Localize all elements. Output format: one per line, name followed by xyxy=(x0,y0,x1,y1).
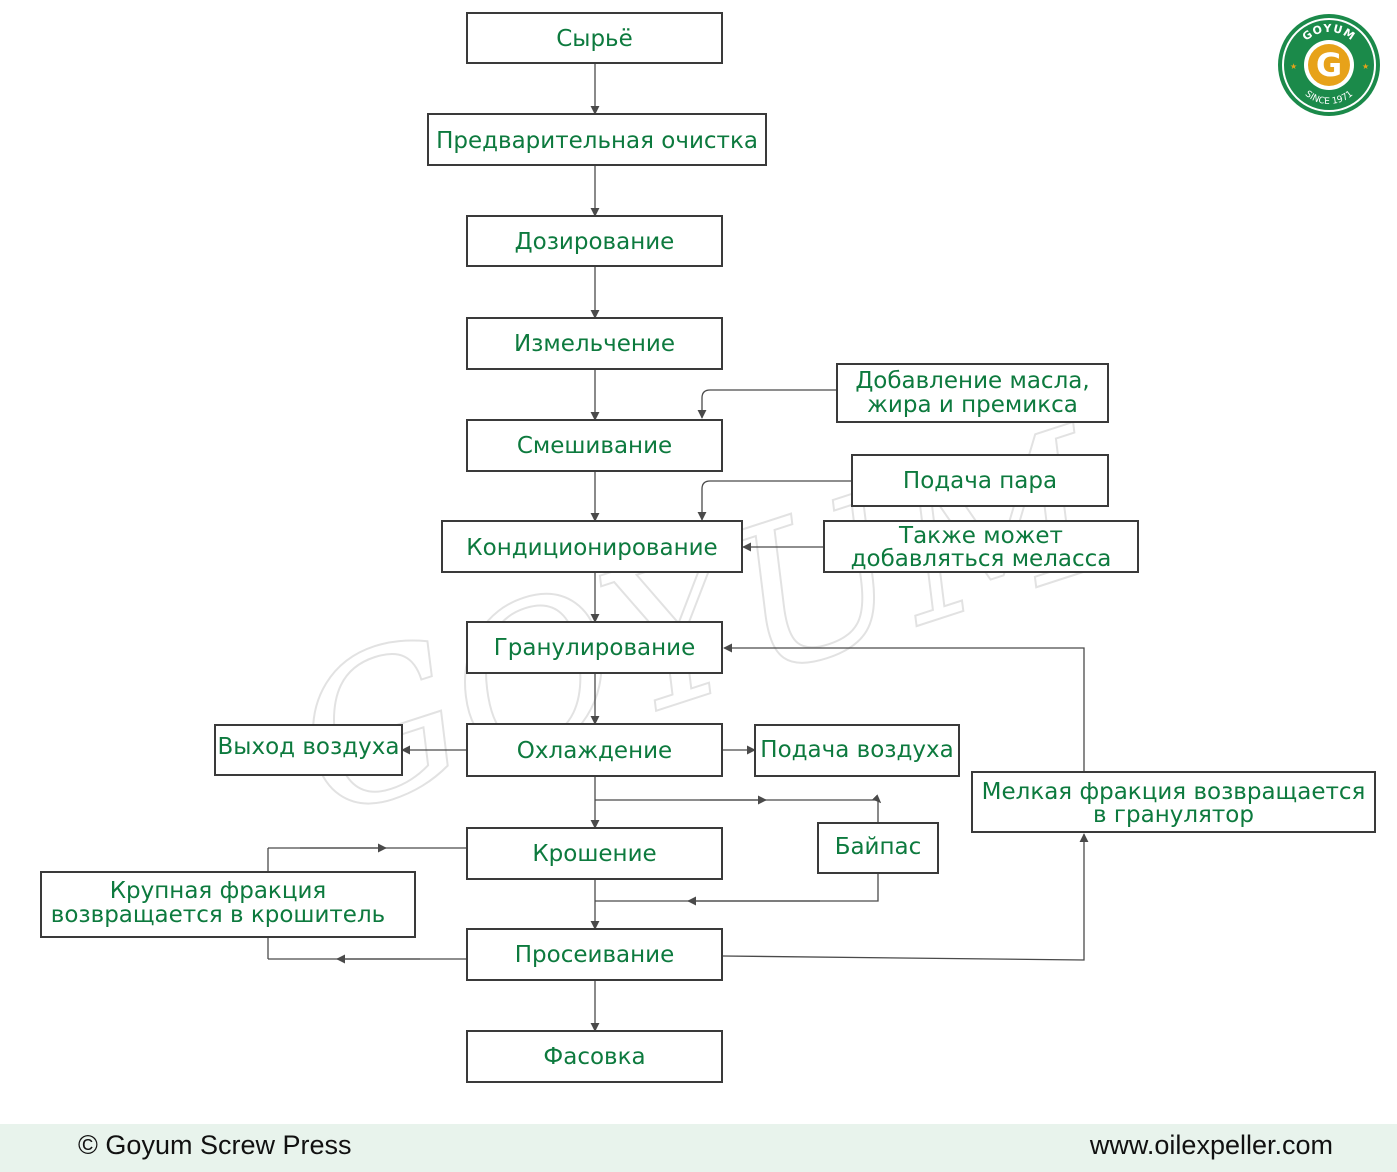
step-crumbling: Крошение xyxy=(466,827,723,880)
svg-text:Крупная фракция: Крупная фракция xyxy=(110,878,327,904)
side-bypass: Байпас xyxy=(817,822,939,874)
step-screening: Просеивание xyxy=(466,928,723,981)
step-raw-material: Сырьё xyxy=(466,12,723,64)
copyright-owner: Goyum Screw Press xyxy=(105,1130,352,1160)
step-packing: Фасовка xyxy=(466,1030,723,1083)
svg-text:Охлаждение: Охлаждение xyxy=(517,738,672,764)
svg-text:Просеивание: Просеивание xyxy=(515,942,675,968)
svg-text:Байпас: Байпас xyxy=(835,834,922,860)
website-link[interactable]: www.oilexpeller.com xyxy=(1089,1130,1333,1160)
svg-text:Также может: Также может xyxy=(898,523,1063,549)
step-pelleting: Гранулирование xyxy=(466,621,723,674)
step-conditioning: Кондиционирование xyxy=(441,520,743,573)
svg-text:жира и премикса: жира и премикса xyxy=(867,392,1078,418)
side-air-in: Подача воздуха xyxy=(754,724,960,777)
svg-text:добавляться меласса: добавляться меласса xyxy=(851,546,1112,572)
svg-text:Измельчение: Измельчение xyxy=(514,331,675,357)
side-fines-return: Мелкая фракция возвращается в гранулятор xyxy=(971,771,1376,833)
goyum-logo-icon: G GOYUM SINCE 1971 ★ ★ xyxy=(1278,14,1380,116)
svg-text:Сырьё: Сырьё xyxy=(556,26,633,52)
svg-text:в гранулятор: в гранулятор xyxy=(1093,802,1254,828)
side-oil-fat-premix: Добавление масла, жира и премикса xyxy=(836,363,1109,423)
step-dosing: Дозирование xyxy=(466,215,723,267)
svg-text:Крошение: Крошение xyxy=(532,841,656,867)
svg-text:Кондиционирование: Кондиционирование xyxy=(466,535,717,561)
side-steam-supply: Подача пара xyxy=(851,454,1109,507)
svg-text:Подача пара: Подача пара xyxy=(903,468,1057,494)
logo-letter: G xyxy=(1316,46,1342,84)
step-cooling: Охлаждение xyxy=(466,723,723,777)
step-grinding: Измельчение xyxy=(466,317,723,370)
copyright-icon: © xyxy=(78,1130,98,1160)
side-coarse-return: Крупная фракция возвращается в крошитель xyxy=(40,871,416,938)
step-pre-cleaning: Предварительная очистка xyxy=(427,113,767,166)
side-molasses: Также может добавляться меласса xyxy=(823,520,1139,573)
step-mixing: Смешивание xyxy=(466,419,723,472)
svg-text:Подача воздуха: Подача воздуха xyxy=(760,737,953,763)
svg-text:Выход воздуха: Выход воздуха xyxy=(218,734,400,760)
process-flow-diagram: GOYUM xyxy=(40,12,1376,1083)
svg-text:★: ★ xyxy=(1290,62,1297,71)
svg-text:возвращается в крошитель: возвращается в крошитель xyxy=(51,902,385,928)
copyright-text: © Goyum Screw Press xyxy=(78,1130,351,1161)
svg-text:Фасовка: Фасовка xyxy=(543,1044,645,1070)
svg-text:Предварительная очистка: Предварительная очистка xyxy=(436,128,758,154)
svg-text:Дозирование: Дозирование xyxy=(515,229,675,255)
side-air-out: Выход воздуха xyxy=(214,724,403,776)
side-connectors xyxy=(267,389,1089,964)
svg-text:★: ★ xyxy=(1362,62,1369,71)
svg-text:Гранулирование: Гранулирование xyxy=(494,635,695,661)
svg-text:Смешивание: Смешивание xyxy=(517,433,672,459)
svg-text:Мелкая фракция возвращается: Мелкая фракция возвращается xyxy=(982,779,1366,805)
svg-text:Добавление масла,: Добавление масла, xyxy=(855,368,1089,394)
footer-bar: © Goyum Screw Press www.oilexpeller.com xyxy=(0,1124,1397,1172)
